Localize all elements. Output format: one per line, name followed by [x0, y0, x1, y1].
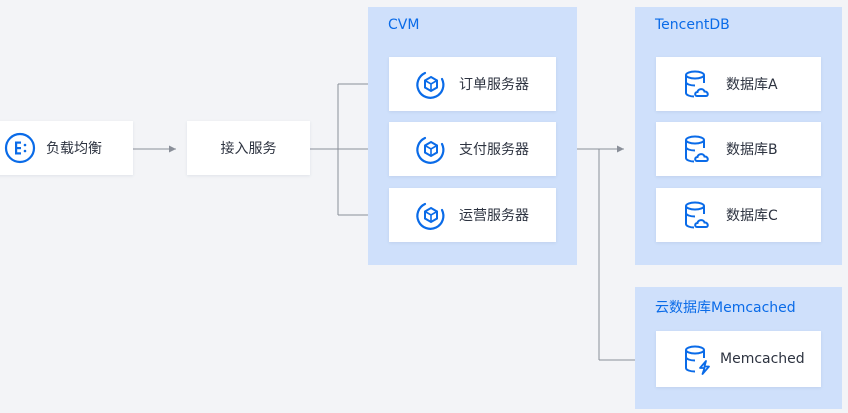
- payment-server-node[interactable]: 支付服务器: [389, 122, 556, 176]
- memcached-label: Memcached: [720, 351, 805, 367]
- server-icon: [416, 71, 445, 99]
- database-lightning-icon: [685, 345, 710, 375]
- load-balancer-icon: [4, 132, 36, 164]
- payment-server-label: 支付服务器: [459, 142, 529, 158]
- tencentdb-group: TencentDB 数据库A 数据库B 数据库C: [635, 7, 842, 265]
- database-c-node[interactable]: 数据库C: [656, 188, 821, 242]
- memcached-node[interactable]: Memcached: [656, 331, 821, 387]
- server-icon: [416, 136, 445, 164]
- order-server-node[interactable]: 订单服务器: [389, 57, 556, 111]
- memcached-group: 云数据库Memcached Memcached: [635, 287, 842, 409]
- order-server-label: 订单服务器: [459, 77, 529, 93]
- database-c-label: 数据库C: [726, 208, 778, 224]
- load-balancer-node[interactable]: 负载均衡: [0, 121, 133, 175]
- database-a-label: 数据库A: [726, 77, 778, 93]
- ops-server-label: 运营服务器: [459, 208, 529, 224]
- access-service-label: 接入服务: [220, 141, 277, 157]
- ops-server-node[interactable]: 运营服务器: [389, 188, 556, 242]
- load-balancer-label: 负载均衡: [46, 141, 102, 157]
- cvm-group: CVM 订单服务器 支付服务器 运营服务器: [368, 7, 577, 265]
- database-cloud-icon: [685, 70, 709, 98]
- database-b-node[interactable]: 数据库B: [656, 122, 821, 176]
- database-cloud-icon: [685, 201, 709, 229]
- database-cloud-icon: [685, 135, 709, 163]
- database-a-node[interactable]: 数据库A: [656, 57, 821, 111]
- cvm-group-title: CVM: [388, 17, 420, 33]
- access-service-node[interactable]: 接入服务: [187, 121, 310, 175]
- tencentdb-group-title: TencentDB: [655, 17, 730, 33]
- server-icon: [416, 202, 445, 230]
- database-b-label: 数据库B: [726, 142, 778, 158]
- memcached-group-title: 云数据库Memcached: [655, 300, 796, 316]
